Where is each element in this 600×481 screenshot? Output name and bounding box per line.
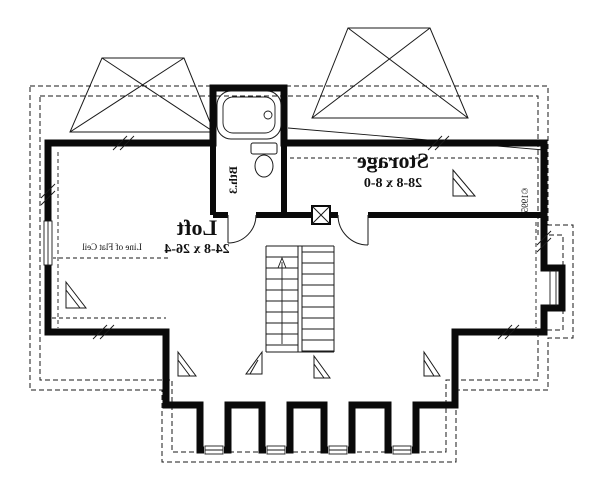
right-bay-window [549, 270, 557, 306]
roof-overhang-outline [29, 85, 574, 463]
storage-room-dims: 28-8 x 8-0 [364, 176, 422, 191]
dormer-window-3 [328, 445, 348, 455]
attic-triangle-b1 [177, 350, 197, 377]
doors [227, 214, 369, 246]
attic-triangle-b3 [313, 354, 331, 379]
attic-triangle-storage [452, 168, 477, 197]
exterior-walls [44, 84, 566, 454]
copyright-note: ©1995 [520, 188, 530, 213]
chase-box [311, 205, 331, 225]
stair-direction-arrow [277, 256, 287, 344]
storage-room-label: Storage [357, 148, 429, 173]
storage-door [337, 214, 369, 246]
interior-walls [210, 143, 544, 218]
stairs [265, 245, 335, 353]
labels: Storage 28-8 x 8-0 Loft 24-8 x 26-4 Bth.… [82, 148, 530, 257]
dormer-window-1 [204, 445, 224, 455]
hip-roof-left [69, 57, 215, 133]
dormer-window-4 [392, 445, 412, 455]
left-wall-window [43, 220, 53, 266]
attic-triangle-b4 [423, 350, 441, 377]
bath-door [227, 214, 257, 244]
loft-room-label: Loft [176, 215, 217, 240]
flat-ceiling-note: Line of Flat Ceil [82, 242, 142, 252]
bathtub [216, 90, 282, 140]
attic-triangle-left [65, 280, 88, 309]
ceiling-dash-lines [52, 152, 538, 328]
loft-room-dims: 24-8 x 26-4 [164, 242, 229, 257]
attic-triangles [65, 168, 477, 379]
dormer-window-2 [266, 445, 286, 455]
tub-drain [263, 110, 273, 120]
toilet [250, 142, 278, 178]
wall-tick-marks [40, 135, 552, 340]
attic-triangle-b2 [245, 350, 263, 375]
bath-room-label: Bth.3 [226, 166, 240, 194]
windows [43, 220, 557, 455]
hip-roof-right [311, 27, 469, 119]
roof-valley-line [287, 127, 545, 151]
